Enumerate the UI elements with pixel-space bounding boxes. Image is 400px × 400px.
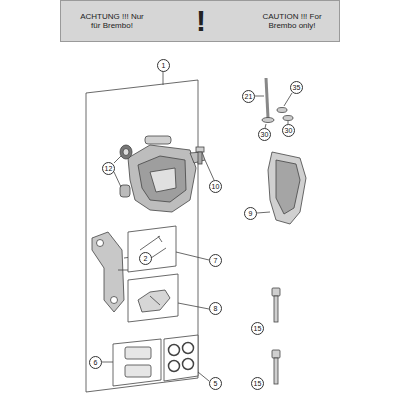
callout-number: 35	[290, 81, 303, 94]
callout-number: 6	[89, 356, 102, 369]
brake-pads	[257, 152, 306, 224]
callout-number: 12	[102, 162, 115, 175]
callout-number: 21	[242, 90, 255, 103]
callout-number: 9	[244, 207, 257, 220]
warning-text: ACHTUNG !!! Nur für Brembo!	[75, 12, 149, 30]
callout-number: 15	[251, 322, 264, 335]
callout-number: 5	[209, 377, 222, 390]
bleed-line-fitting	[255, 78, 293, 128]
callout-number: 10	[209, 180, 222, 193]
warning-symbol: !	[189, 4, 213, 39]
caliper-body	[128, 136, 205, 212]
pad-spring	[138, 290, 170, 312]
callout-number: 1	[157, 59, 170, 72]
callout-number: 30	[282, 124, 295, 137]
bleeder-valve	[196, 147, 214, 180]
seal-set	[169, 343, 194, 372]
callout-number: 2	[139, 252, 152, 265]
dust-boot	[114, 145, 132, 197]
callout-number: 30	[258, 128, 271, 141]
warning-text: CAUTION !!! For Brembo only!	[253, 12, 331, 30]
callout-number: 7	[209, 254, 222, 267]
warning-banner: ACHTUNG !!! Nur für Brembo!! CAUTION !!! …	[60, 0, 340, 42]
bolt	[272, 288, 280, 384]
callout-number: 8	[209, 302, 222, 315]
callout-number: 15	[251, 377, 264, 390]
kit-frame	[86, 80, 198, 392]
piston	[125, 347, 151, 377]
